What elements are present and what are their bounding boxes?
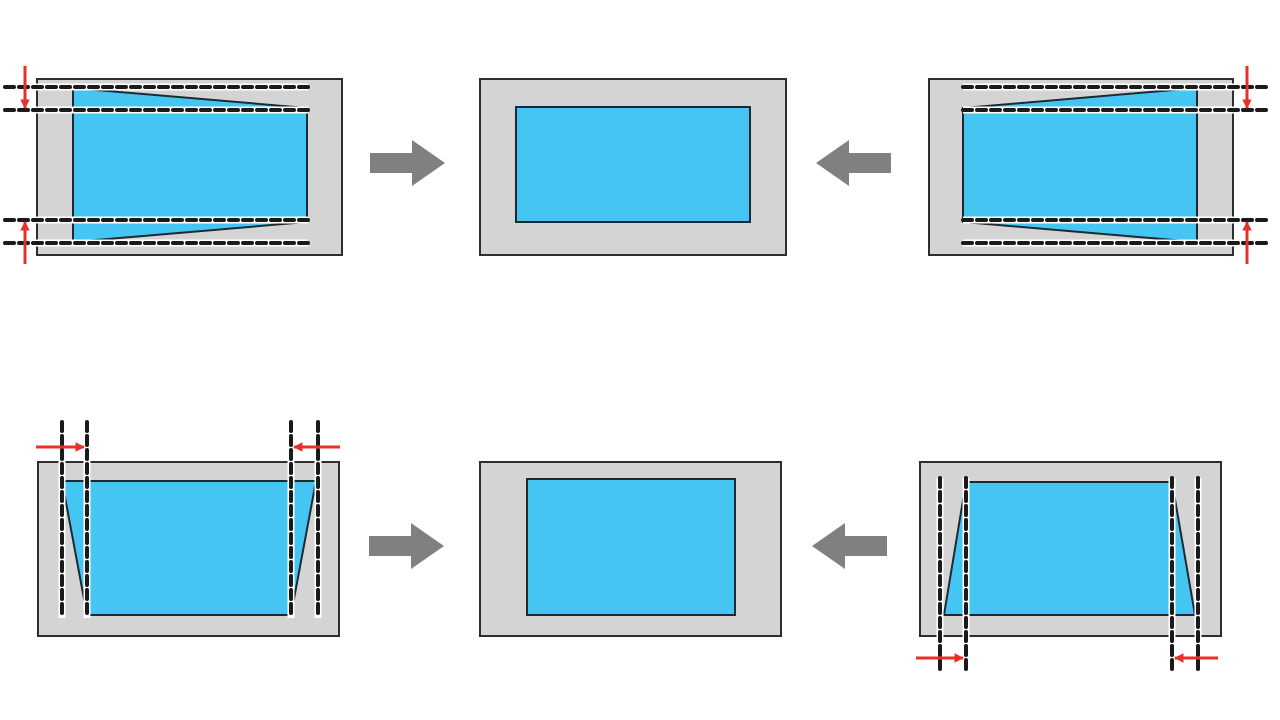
gray-flow-arrow-icon — [812, 523, 887, 569]
distorted-screen — [942, 481, 1197, 616]
gray-flow-arrow-icon — [370, 140, 445, 186]
guide-lines — [936, 476, 1202, 674]
panel-bottom-center — [479, 461, 782, 637]
panel-bottom-left — [36, 420, 340, 637]
guide-lines — [961, 83, 1270, 247]
panel-top-right — [928, 66, 1270, 264]
guide-lines — [58, 420, 322, 620]
corrected-screen — [526, 478, 736, 616]
panel-top-center — [479, 78, 787, 256]
gray-flow-arrow-icon — [816, 140, 891, 186]
panel-bottom-right — [916, 461, 1222, 674]
guide-lines — [3, 83, 310, 247]
distorted-screen — [60, 480, 318, 616]
panel-top-left — [3, 66, 343, 264]
gray-flow-arrow-icon — [369, 523, 444, 569]
corrected-screen — [515, 106, 751, 223]
